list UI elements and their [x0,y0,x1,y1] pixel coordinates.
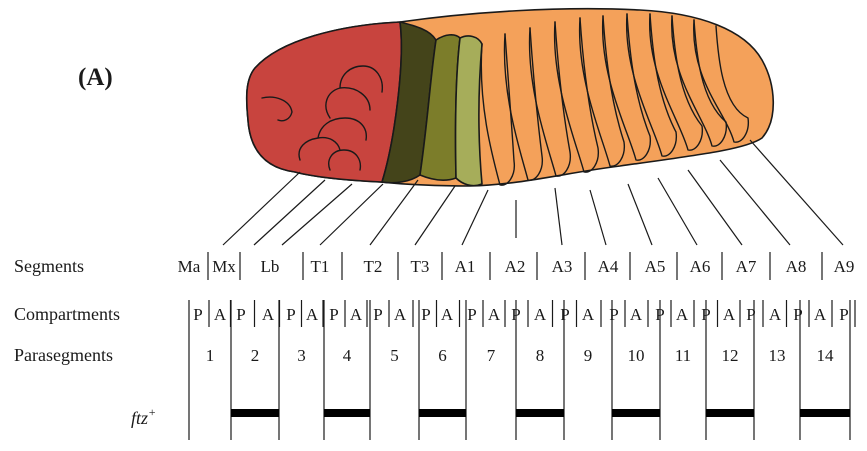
segment-leader-line [590,190,606,245]
head-region [247,22,402,182]
segment-label: Lb [261,257,280,276]
segment-leader-line [555,188,562,245]
parasegment-label: 2 [251,346,260,365]
compartment-label: P [421,305,430,324]
compartment-label: A [630,305,643,324]
parasegment-label: 1 [206,346,215,365]
segment-leader-line [462,190,488,245]
ftz-expression-bar [324,409,370,417]
segments-row-label: Segments [14,256,84,276]
ftz-gene-name: ftz [131,408,148,428]
compartment-label: P [373,305,382,324]
parasegment-label: 3 [297,346,306,365]
parasegment-label: 4 [343,346,352,365]
parasegment-label: 8 [536,346,545,365]
segment-label: A1 [455,257,476,276]
segment-leader-line [750,140,843,245]
segment-labels: Ma Mx Lb T1 T2 T3 A1 A2 A3 A4 A5 A6 A7 A8 A9 [178,257,855,276]
compartment-label: A [769,305,782,324]
compartment-label: P [193,305,202,324]
embryo-illustration [247,9,774,186]
compartment-label: P [609,305,618,324]
compartment-label: P [236,305,245,324]
segment-label: A3 [552,257,573,276]
panel-label: (A) [78,64,113,91]
compartment-label: A [723,305,736,324]
parasegment-label: 7 [487,346,496,365]
segment-leader-line [628,184,652,245]
t3-band [455,36,482,186]
compartment-label: A [582,305,595,324]
compartment-label: P [329,305,338,324]
compartment-label: P [560,305,569,324]
segment-label: A2 [505,257,526,276]
compartment-label: A [394,305,407,324]
segment-label: A9 [834,257,855,276]
compartment-label: P [467,305,476,324]
compartment-label: A [262,305,275,324]
ftz-superscript: + [148,405,156,419]
compartments-row-label: Compartments [14,304,120,324]
segment-label: Ma [178,257,201,276]
ftz-expression-bar [516,409,564,417]
parasegment-label: 10 [628,346,645,365]
ftz-expression-bar [612,409,660,417]
compartment-label: A [488,305,501,324]
segment-leader-line [320,184,383,245]
ftz-row-label: ftz+ [131,405,156,428]
compartment-label: A [441,305,454,324]
segment-leader-line [282,184,352,245]
ftz-expression-bar [800,409,850,417]
segment-label: A5 [645,257,666,276]
parasegment-label: 6 [438,346,447,365]
ftz-expression-bar [706,409,754,417]
compartment-label: A [676,305,689,324]
segment-label: T1 [311,257,330,276]
compartment-label: P [839,305,848,324]
segment-label: A7 [736,257,757,276]
compartment-label: A [814,305,827,324]
parasegment-label: 5 [390,346,399,365]
parasegment-label: 13 [769,346,786,365]
compartment-label: P [286,305,295,324]
parasegment-label: 9 [584,346,593,365]
ftz-expression-bar [231,409,279,417]
segment-leader-line [223,172,300,245]
segment-label: T3 [411,257,430,276]
segment-label: A4 [598,257,619,276]
compartment-label: A [350,305,363,324]
compartment-label: P [793,305,802,324]
segment-label: A6 [690,257,711,276]
segment-label: Mx [212,257,236,276]
compartment-labels: PAPAPAPAPAPAPAPAPAPAPAPAPAPAP [193,305,848,324]
segment-label: A8 [786,257,807,276]
ftz-expression-bar [419,409,466,417]
parasegment-label: 11 [675,346,691,365]
segment-leader-line [688,170,742,245]
segment-leader-line [415,186,455,245]
segment-leader-line [658,178,697,245]
compartment-label: A [306,305,319,324]
segment-label: T2 [364,257,383,276]
parasegments-row-label: Parasegments [14,345,113,365]
parasegment-label: 12 [722,346,739,365]
compartment-label: A [214,305,227,324]
compartment-label: A [534,305,547,324]
segment-leader-line [254,180,325,245]
parasegment-label: 14 [817,346,835,365]
